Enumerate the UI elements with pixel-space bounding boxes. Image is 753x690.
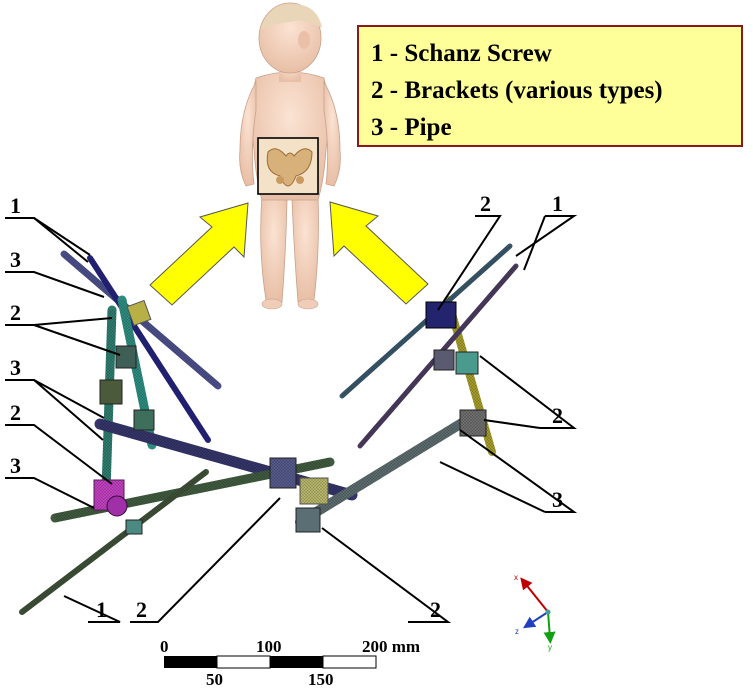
callout-3-left-b: 3 [10, 355, 21, 380]
leader-lines [5, 215, 578, 623]
arrow-right-up [329, 201, 429, 305]
axis-z-label: z [515, 627, 519, 636]
callout-3-left-c: 3 [10, 453, 21, 478]
callout-labels: 1 3 2 3 2 3 2 1 2 3 1 2 2 [10, 191, 563, 622]
arrow-left-up [149, 202, 249, 306]
scale-label-50: 50 [206, 670, 223, 689]
scale-label-100: 100 [256, 637, 282, 656]
scale-label-200: 200 mm [362, 637, 420, 656]
callout-1-bottom: 1 [96, 597, 107, 622]
callout-2-left-b: 2 [10, 400, 21, 425]
child-figure [239, 2, 341, 310]
axis-x-label: x [514, 573, 518, 582]
callout-2-right-top: 2 [480, 191, 491, 216]
callout-2-bottom-a: 2 [136, 597, 147, 622]
callout-1-left-top: 1 [10, 193, 21, 218]
legend-item-schanz-screw: 1 - Schanz Screw [371, 40, 552, 67]
scale-label-0: 0 [160, 637, 169, 656]
scale-bar: 0 100 200 mm 50 150 [160, 637, 420, 689]
callout-3-right-low: 3 [552, 487, 563, 512]
axis-y-label: y [548, 643, 552, 652]
legend-item-brackets: 2 - Brackets (various types) [371, 77, 663, 104]
callout-2-bottom-b: 2 [430, 597, 441, 622]
legend-box: 1 - Schanz Screw 2 - Brackets (various t… [357, 25, 743, 147]
callout-2-right-mid: 2 [552, 403, 563, 428]
fixator-assembly [19, 243, 519, 615]
scale-label-150: 150 [308, 670, 334, 689]
legend-item-pipe: 3 - Pipe [371, 114, 452, 141]
axes-triad: x z y [514, 573, 556, 652]
callout-3-left-a: 3 [10, 247, 21, 272]
callout-1-right-top: 1 [552, 191, 563, 216]
callout-2-left-a: 2 [10, 300, 21, 325]
